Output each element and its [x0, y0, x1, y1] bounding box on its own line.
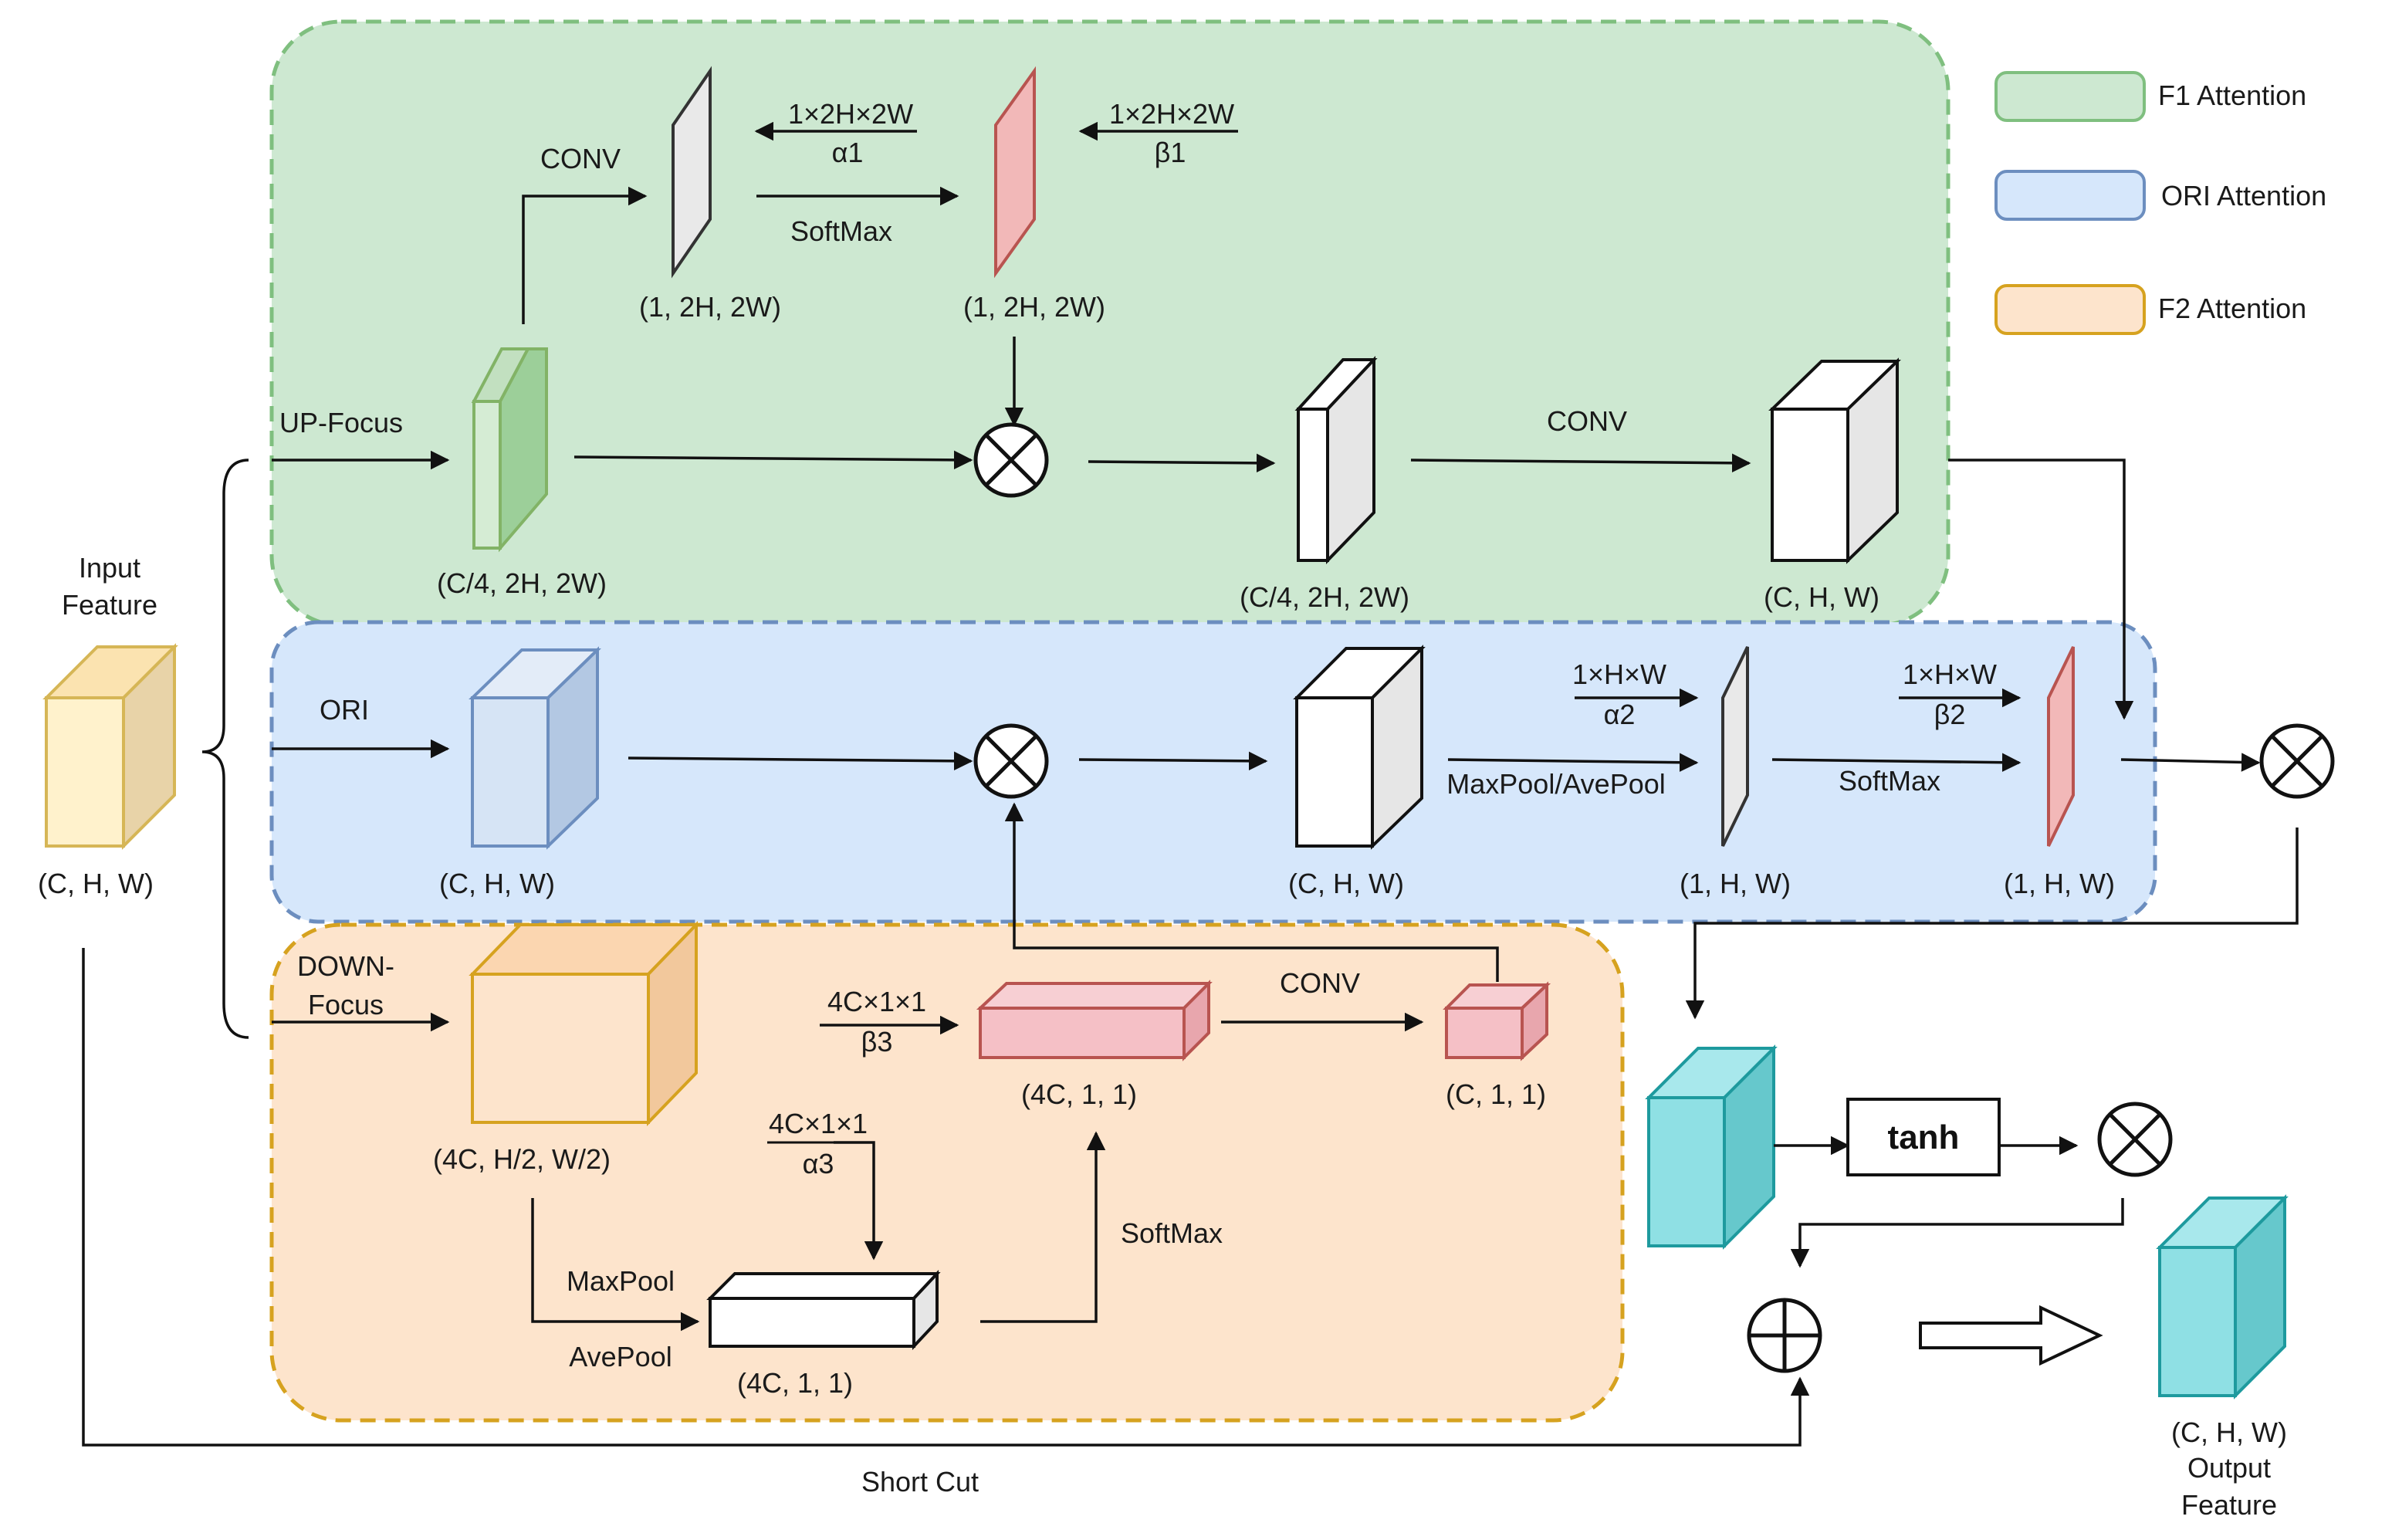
legend-ori-label: ORI Attention — [2161, 180, 2326, 212]
output-feature-cube — [2156, 1194, 2289, 1400]
f2-alpha-arrow — [834, 1141, 884, 1261]
f1-conv2-arrow — [1410, 453, 1751, 473]
f2-red-bar — [976, 980, 1213, 1061]
ori-softmax-label: SoftMax — [1839, 765, 1940, 797]
ori-beta-map — [2047, 646, 2075, 847]
f2-beta-den: β3 — [861, 1026, 893, 1058]
f1-softmax-label: SoftMax — [790, 215, 892, 247]
f2-pooled-shape: (4C, 1, 1) — [737, 1367, 853, 1399]
ori-multiply-icon — [973, 723, 1049, 799]
ori-pool-label: MaxPool/AvePool — [1446, 768, 1666, 800]
ori-alpha-den: α2 — [1604, 699, 1636, 730]
shortcut-arrow — [82, 948, 1810, 1447]
f2-cube — [469, 921, 700, 1126]
f2-conv-label: CONV — [1280, 967, 1360, 999]
ori-alpha-num: 1×H×W — [1572, 658, 1666, 690]
input-title-line2: Feature — [62, 589, 157, 621]
f1-conv-label: CONV — [540, 143, 621, 174]
output-title-line2: Feature — [2181, 1489, 2277, 1521]
shortcut-label: Short Cut — [861, 1466, 979, 1498]
f1-multiply-icon — [973, 422, 1049, 498]
f1-to-ori-multiply-arrow — [1948, 459, 2134, 720]
ori-alpha-map-shape: (1, H, W) — [1680, 868, 1791, 899]
ori-final-multiply-icon — [2259, 723, 2335, 799]
output-title-line1: Output — [2187, 1452, 2271, 1484]
ori-beta-map-shape: (1, H, W) — [2004, 868, 2115, 899]
attention-cube — [1645, 1044, 1778, 1250]
f1-slab — [471, 347, 548, 553]
f1-beta-num: 1×2H×2W — [1109, 98, 1234, 130]
legend-f1-label: F1 Attention — [2158, 80, 2306, 111]
legend-ori-swatch — [1994, 170, 2146, 221]
legend-f2-swatch — [1994, 284, 2146, 335]
f1-slab-to-multiply-arrow — [573, 450, 973, 470]
legend-f2-label: F2 Attention — [2158, 293, 2306, 324]
input-shape-label: (C, H, W) — [38, 868, 154, 899]
f2-softmax-arrow — [980, 1131, 1106, 1323]
ori-multiply-to-mid-arrow — [1078, 751, 1268, 771]
f2-red-shape: (4C, 1, 1) — [1021, 1078, 1137, 1110]
tanh-label: tanh — [1888, 1119, 1960, 1156]
multiply-to-add-arrow — [1790, 1198, 2124, 1268]
f2-small-shape: (C, 1, 1) — [1446, 1078, 1546, 1110]
ori-mid-cube — [1293, 645, 1426, 850]
f2-avepool-label: AvePool — [569, 1341, 672, 1372]
f1-alpha-map-shape: (1, 2H, 2W) — [639, 291, 781, 323]
add-icon — [1747, 1298, 1822, 1373]
output-hollow-arrow — [1919, 1305, 2103, 1366]
f2-pool-arrow — [531, 1198, 700, 1332]
f1-mid-shape: (C/4, 2H, 2W) — [1240, 581, 1409, 613]
input-feature-cube — [42, 643, 178, 850]
f1-alpha-den: α1 — [832, 137, 864, 168]
f1-out-cube — [1768, 357, 1901, 564]
ori-in-to-multiply-arrow — [628, 751, 973, 771]
ori-in-shape: (C, H, W) — [439, 868, 555, 899]
f1-beta-den: β1 — [1155, 137, 1186, 168]
ori-in-cube — [469, 646, 601, 850]
f2-cube-shape: (4C, H/2, W/2) — [433, 1143, 611, 1175]
f2-alpha-den: α3 — [803, 1148, 834, 1180]
ori-beta-num: 1×H×W — [1903, 658, 1997, 690]
upfocus-label: UP-Focus — [279, 407, 403, 438]
f2-small-cube — [1443, 981, 1551, 1061]
input-title-line1: Input — [79, 552, 140, 584]
f2-maxpool-label: MaxPool — [567, 1265, 675, 1297]
f1-mid-slab — [1294, 355, 1378, 564]
ori-beta-den: β2 — [1934, 699, 1966, 730]
f1-conv2-label: CONV — [1547, 405, 1627, 437]
f1-beta-map-shape: (1, 2H, 2W) — [963, 291, 1105, 323]
f2-to-ori-multiply-arrow — [1004, 802, 1499, 982]
f1-alpha-map — [672, 66, 712, 279]
ori-beta-to-final-multiply-arrow — [2120, 753, 2261, 772]
ori-alpha-map — [1721, 646, 1749, 847]
f1-slab-shape: (C/4, 2H, 2W) — [437, 567, 607, 599]
f1-multiply-to-mid-arrow — [1088, 453, 1276, 473]
f1-out-shape: (C, H, W) — [1764, 581, 1879, 613]
f1-alpha-num: 1×2H×2W — [788, 98, 913, 130]
output-shape-label: (C, H, W) — [2171, 1416, 2287, 1448]
f1-conv-arrow — [522, 186, 648, 324]
downfocus-label-line2: Focus — [308, 989, 384, 1020]
f2-pooled-bar — [706, 1269, 941, 1351]
f2-beta-num: 4C×1×1 — [827, 986, 926, 1017]
f1-beta-map — [994, 66, 1036, 279]
tanh-box — [1846, 1098, 2001, 1176]
attention-merge-arrow — [1685, 828, 2299, 1020]
ori-mid-shape: (C, H, W) — [1288, 868, 1404, 899]
legend: F1 Attention ORI Attention F2 Attention — [1994, 71, 2326, 335]
branch-brace — [201, 459, 249, 1039]
tail-multiply-icon — [2097, 1102, 2173, 1177]
downfocus-label-line1: DOWN- — [297, 950, 394, 982]
ori-softmax-arrow — [1771, 753, 2022, 772]
ori-label: ORI — [320, 694, 369, 726]
ori-pool-arrow — [1447, 753, 1699, 772]
f2-softmax-label: SoftMax — [1121, 1217, 1223, 1249]
f2-alpha-num: 4C×1×1 — [769, 1108, 868, 1139]
legend-f1-swatch — [1994, 71, 2146, 122]
